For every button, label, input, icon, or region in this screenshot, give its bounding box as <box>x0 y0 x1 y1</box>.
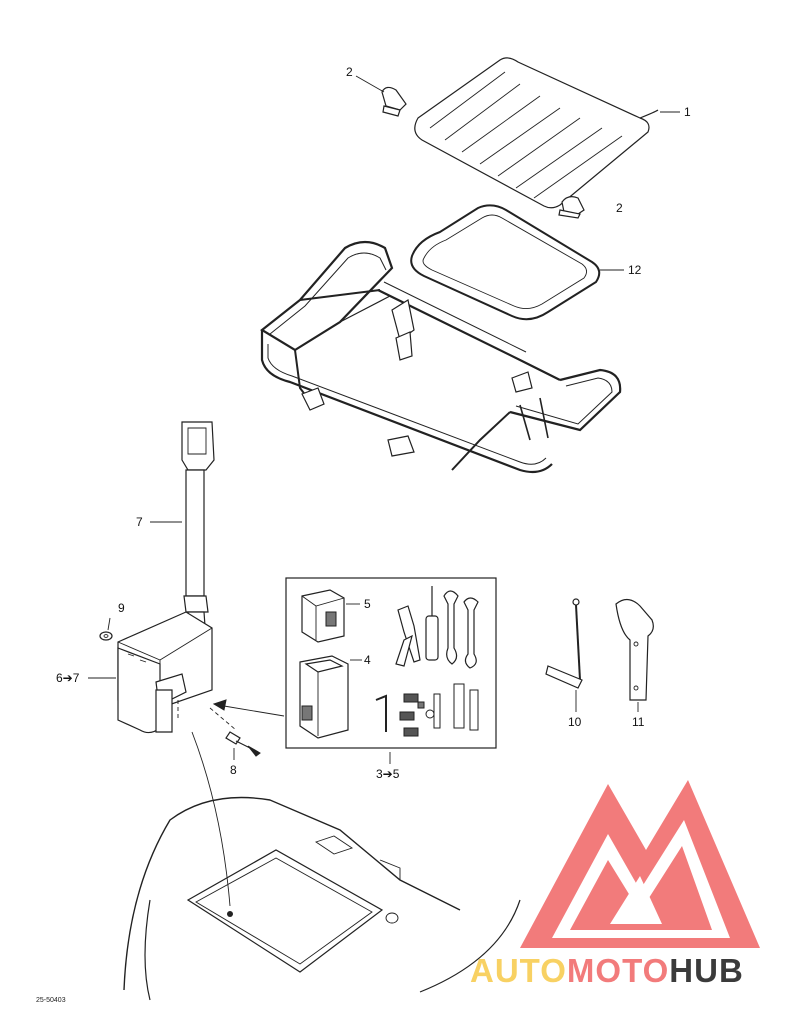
spark-plug-sockets <box>425 683 479 731</box>
tool-pouch-large <box>299 655 349 739</box>
callout-8: 8 <box>230 763 237 777</box>
leader-lines <box>88 75 680 907</box>
hinge-clip-right <box>558 196 585 219</box>
rivet <box>225 731 261 757</box>
washer <box>99 631 113 641</box>
callout-11: 11 <box>632 715 645 729</box>
rack-frame <box>260 240 622 474</box>
tool-kit-box <box>285 577 497 749</box>
pliers <box>395 605 421 667</box>
callouts: 1 2 2 12 7 9 6➔7 8 5 4 3➔5 10 11 25-5040… <box>36 65 691 1004</box>
callout-9: 9 <box>118 601 125 615</box>
hex-key <box>375 694 387 732</box>
callout-1: 1 <box>684 105 691 119</box>
callout-3-to-5: 3➔5 <box>376 767 400 781</box>
callout-2-right: 2 <box>616 201 623 215</box>
strap <box>181 421 215 641</box>
tool-pouch-small <box>301 589 345 643</box>
callout-7: 7 <box>136 515 143 529</box>
open-end-wrench-a <box>443 590 459 665</box>
hinge-clip-top <box>381 86 407 117</box>
callout-6-to-7: 6➔7 <box>56 671 80 685</box>
tool-box <box>117 611 213 734</box>
automotohub-watermark: AUTOMOTOHUB <box>470 780 760 989</box>
callout-5: 5 <box>364 597 371 611</box>
screwdriver <box>425 586 439 661</box>
reference-code: 25-50403 <box>36 997 66 1004</box>
callout-10: 10 <box>568 715 582 729</box>
callout-12: 12 <box>628 263 642 277</box>
fuses <box>399 693 425 737</box>
tool-11 <box>615 598 654 701</box>
seal-gasket <box>410 204 601 321</box>
seat-cushion <box>414 57 659 209</box>
watermark-word: AUTOMOTOHUB <box>470 952 744 989</box>
callout-4: 4 <box>364 653 371 667</box>
open-end-wrench-b <box>463 597 479 669</box>
callout-2-top: 2 <box>346 65 353 79</box>
rear-storage-compartment <box>123 796 521 1001</box>
tool-10 <box>545 598 583 689</box>
